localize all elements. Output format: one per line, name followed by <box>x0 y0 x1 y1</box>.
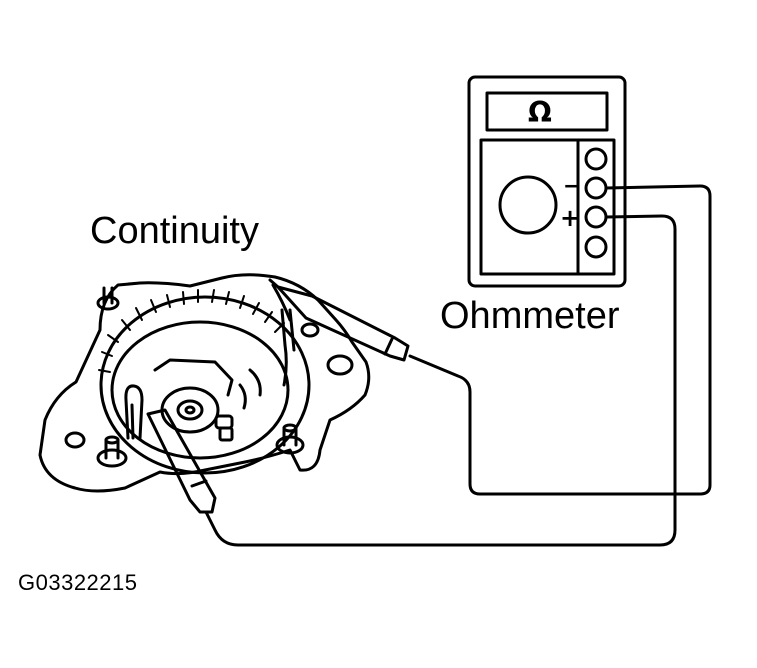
stator-laminations <box>98 289 285 373</box>
stator-outer-ring <box>99 295 311 475</box>
ohmmeter-dial <box>498 175 558 235</box>
ohmmeter-display <box>485 91 609 132</box>
ohmmeter-display-symbol: Ω <box>528 96 552 129</box>
terminal-minus-label: − <box>563 174 582 199</box>
probe-lower <box>146 408 217 514</box>
mount-boss-right <box>275 435 305 455</box>
stator-inner-ring <box>110 320 290 460</box>
test-lead-wire-plus <box>203 214 677 547</box>
terminal-jack-minus <box>584 176 608 200</box>
stator-lead-right <box>280 308 288 387</box>
ohmmeter-panel <box>479 138 616 276</box>
terminal-jack-plus <box>584 205 608 229</box>
mount-boss-top <box>96 295 120 311</box>
terminal-jack-4 <box>584 235 608 259</box>
rotor-hub <box>160 386 220 434</box>
terminal-plus-label: + <box>560 204 581 232</box>
ohmmeter-label: Ohmmeter <box>440 295 620 337</box>
figure-id: G03322215 <box>18 570 138 595</box>
mount-boss-left <box>96 448 128 468</box>
ohmmeter-body <box>467 75 627 288</box>
stator-lead-left <box>124 384 144 440</box>
test-lead-wire-minus <box>408 184 712 496</box>
continuity-label: Continuity <box>90 210 259 252</box>
brush-holder <box>153 358 234 397</box>
ohmmeter <box>467 75 627 288</box>
alternator-housing <box>38 273 371 493</box>
probe-upper <box>268 278 410 362</box>
alternator <box>38 273 371 493</box>
terminal-jack-1 <box>584 147 608 171</box>
